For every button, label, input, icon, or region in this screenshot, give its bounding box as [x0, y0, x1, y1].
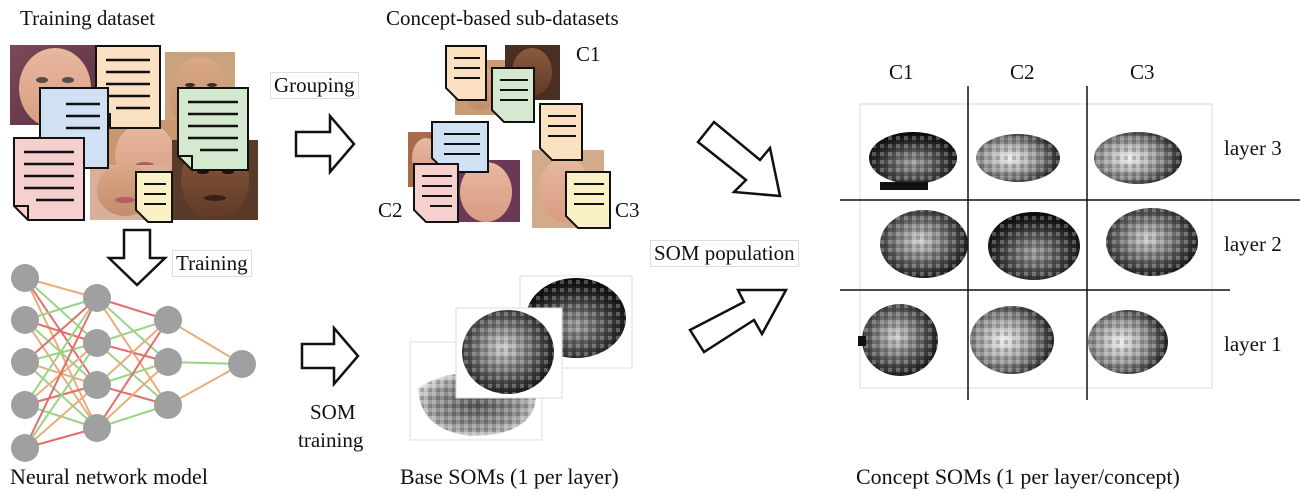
base-soms-caption: Base SOMs (1 per layer) [400, 464, 619, 489]
document-icon [413, 163, 459, 223]
concept-subdatasets-title: Concept-based sub-datasets [386, 6, 619, 30]
nn-nodes [11, 264, 256, 462]
document-icon [177, 87, 249, 171]
grouping-label: Grouping [270, 72, 359, 99]
training-dataset-title: Training dataset [20, 6, 156, 30]
som-cell-c1-layer1 [858, 304, 938, 376]
neural-network-diagram [11, 264, 256, 462]
concept-soms-caption: Concept SOMs (1 per layer/concept) [856, 464, 1180, 489]
neural-network-caption: Neural network model [10, 464, 208, 489]
grid-row-layer3: layer 3 [1224, 136, 1282, 160]
som-population-label: SOM population [650, 240, 799, 267]
som-training-label-line2: training [298, 428, 364, 452]
subdataset-c3 [532, 103, 611, 229]
som-training-label-line1: SOM [310, 400, 356, 424]
som-cell-c1-layer2 [880, 210, 968, 278]
training-arrow-icon [105, 228, 169, 287]
subdataset-c1-label: C1 [576, 42, 601, 66]
document-icon [491, 67, 535, 123]
document-icon [13, 137, 85, 221]
grid-row-layer1: layer 1 [1224, 332, 1282, 356]
som-population-arrow-upper-icon [696, 120, 782, 198]
som-cell-c2-layer2 [988, 212, 1080, 280]
som-cell-c3-layer1 [1088, 310, 1168, 374]
subdataset-c3-label: C3 [615, 198, 640, 222]
grid-row-layer2: layer 2 [1224, 232, 1282, 256]
grid-column-c3: C3 [1130, 60, 1155, 84]
som-cell-c3-layer2 [1106, 208, 1198, 276]
base-soms [409, 275, 633, 441]
subdataset-c2-label: C2 [378, 198, 403, 222]
grid-column-c1: C1 [889, 60, 914, 84]
grid-column-c2: C2 [1010, 60, 1035, 84]
document-icon [565, 171, 611, 229]
som-cell-c2-layer1 [970, 306, 1054, 374]
document-icon [539, 103, 583, 161]
som-cell-c1-layer3 [869, 132, 957, 190]
som-training-arrow-icon [300, 324, 360, 388]
document-icon [95, 45, 161, 129]
document-icon [431, 121, 489, 173]
document-icon [445, 45, 487, 101]
som-cell-c3-layer3 [1094, 132, 1182, 184]
training-label: Training [172, 250, 252, 277]
som-cell-c2-layer3 [976, 134, 1060, 182]
grouping-arrow-icon [294, 112, 356, 176]
document-icon [135, 171, 173, 223]
concept-soms-grid [840, 86, 1300, 400]
subdataset-c2 [408, 121, 520, 223]
training-dataset-collage [10, 45, 258, 223]
subdataset-c1 [445, 45, 560, 123]
som-population-arrow-lower-icon [688, 288, 789, 354]
